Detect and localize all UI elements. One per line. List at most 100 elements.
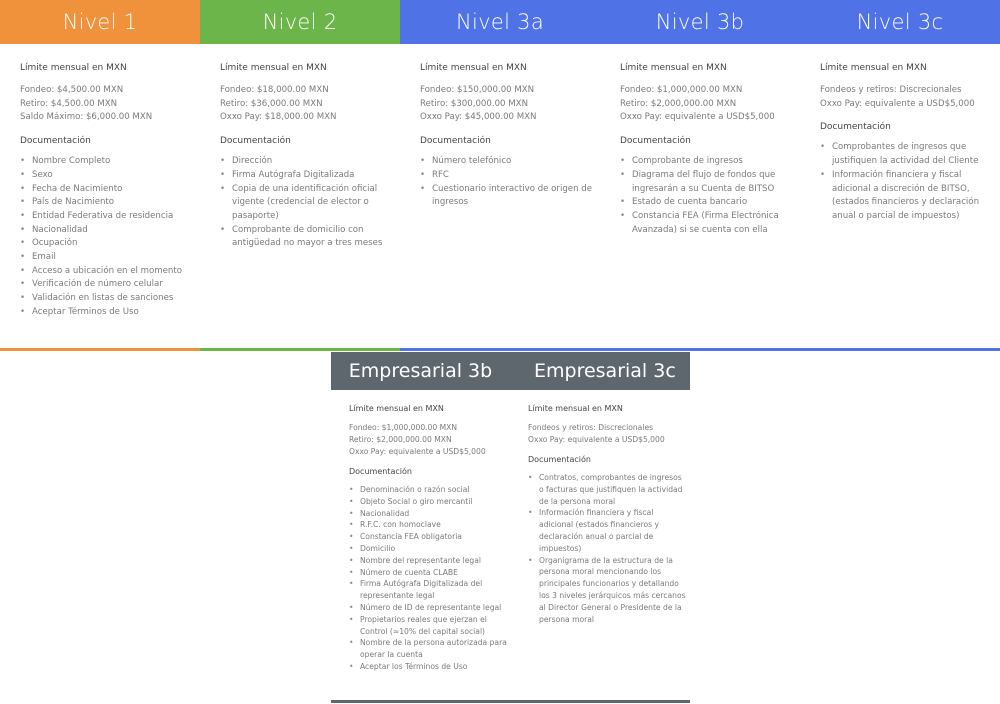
documentation-item: Constancia FEA (Firma Electrónica Avanza… <box>620 210 800 237</box>
limit-line: Retiro: $2,000,000.00 MXN <box>620 98 737 109</box>
documentation-title: Documentación <box>820 122 891 133</box>
limit-title: Límite mensual en MXN <box>620 63 727 73</box>
documentation-item: Propietarios reales que ejerzan el Contr… <box>349 614 509 638</box>
limit-line: Fondeo: $1,000,000.00 MXN <box>349 423 458 432</box>
documentation-item: Domicilio <box>349 543 509 555</box>
documentation-title: Documentación <box>20 136 91 147</box>
header-empresarial-3b: Empresarial 3b <box>331 352 510 390</box>
column-nivel-2: Límite mensual en MXN Fondeo: $18,000.00… <box>200 44 400 348</box>
header-nivel-3c: Nivel 3c <box>800 0 1000 44</box>
documentation-item: Comprobante de ingresos <box>620 155 800 169</box>
documentation-title: Documentación <box>349 467 412 476</box>
limit-line: Retiro: $4,500.00 MXN <box>20 98 118 109</box>
limits-list: Fondeo: $4,500.00 MXN Retiro: $4,500.00 M… <box>20 84 200 125</box>
divider-empresarial <box>331 700 690 703</box>
column-nivel-3b: Límite mensual en MXN Fondeo: $1,000,000… <box>600 44 800 348</box>
documentation-item: Comprobantes de ingresos que justifiquen… <box>820 141 1000 168</box>
column-nivel-3c: Límite mensual en MXN Fondeos y retiros:… <box>800 44 1000 348</box>
documentation-title: Documentación <box>420 136 491 147</box>
documentation-item: Comprobante de domicilio con antigüedad … <box>220 224 400 251</box>
documentation-item: Sexo <box>20 169 200 183</box>
limit-line: Oxxo Pay: $18,000.00 MXN <box>220 112 337 123</box>
column-empresarial-3b: Límite mensual en MXN Fondeo: $1,000,000… <box>349 404 509 673</box>
documentation-title: Documentación <box>528 455 591 464</box>
limit-title: Límite mensual en MXN <box>420 63 527 73</box>
documentation-item: Aceptar los Términos de Uso <box>349 661 509 673</box>
documentation-item: Email <box>20 251 200 265</box>
limit-line: Fondeo: $18,000.00 MXN <box>220 85 329 95</box>
documentation-item: Copia de una identificación oficial vige… <box>220 183 400 224</box>
documentation-item: Número de cuenta CLABE <box>349 567 509 579</box>
documentation-item: Nombre Completo <box>20 155 200 169</box>
limit-title: Límite mensual en MXN <box>528 404 623 413</box>
documentation-item: Diagrama del flujo de fondos que ingresa… <box>620 169 800 196</box>
documentation-title: Documentación <box>620 136 691 147</box>
column-empresarial-3c: Límite mensual en MXN Fondeos y retiros:… <box>528 404 686 625</box>
documentation-item: Validación en listas de sanciones <box>20 292 200 306</box>
column-nivel-1: Límite mensual en MXN Fondeo: $4,500.00 … <box>0 44 200 348</box>
limit-line: Oxxo Pay: equivalente a USD$5,000 <box>349 447 486 456</box>
documentation-item: Cuestionario interactivo de origen de in… <box>420 183 600 210</box>
documentation-item: RFC <box>420 169 600 183</box>
limit-line: Fondeo: $150,000.00 MXN <box>420 85 535 95</box>
limit-line: Oxxo Pay: equivalente a USD$5,000 <box>528 435 665 444</box>
documentation-title: Documentación <box>220 136 291 147</box>
documentation-item: Firma Autógrafa Digitalizada del represe… <box>349 578 509 602</box>
limit-line: Retiro: $300,000.00 MXN <box>420 98 528 109</box>
header-empresarial-3c: Empresarial 3c <box>510 352 690 390</box>
limit-title: Límite mensual en MXN <box>349 404 444 413</box>
documentation-item: Organigrama de la estructura de la perso… <box>528 555 686 626</box>
header-nivel-2: Nivel 2 <box>200 0 400 44</box>
documentation-item: Información financiera y fiscal adiciona… <box>820 169 1000 224</box>
divider-nivel-3 <box>400 348 1000 351</box>
documentation-item: Número telefónico <box>420 155 600 169</box>
documentation-item: Constancia FEA obligatoria <box>349 531 509 543</box>
documentation-item: Entidad Federativa de residencia <box>20 210 200 224</box>
documentation-list: Denominación o razón socialObjeto Social… <box>349 484 509 673</box>
documentation-item: Verificación de número celular <box>20 278 200 292</box>
documentation-item: Denominación o razón social <box>349 484 509 496</box>
limit-title: Límite mensual en MXN <box>820 63 927 73</box>
column-nivel-3a: Límite mensual en MXN Fondeo: $150,000.0… <box>400 44 600 348</box>
limit-line: Saldo Máximo: $6,000.00 MXN <box>20 112 153 123</box>
documentation-item: Nombre de la persona autorizada para ope… <box>349 637 509 661</box>
documentation-item: R.F.C. con homoclave <box>349 519 509 531</box>
divider-nivel-1 <box>0 348 200 351</box>
documentation-item: Nombre del representante legal <box>349 555 509 567</box>
documentation-item: Información financiera y fiscal adiciona… <box>528 507 686 554</box>
limit-line: Oxxo Pay: $45,000.00 MXN <box>420 112 537 123</box>
documentation-list: Número telefónicoRFCCuestionario interac… <box>420 155 600 210</box>
documentation-item: Nacionalidad <box>20 224 200 238</box>
limit-line: Fondeo: $4,500.00 MXN <box>20 85 124 95</box>
documentation-item: País de Nacimiento <box>20 196 200 210</box>
limits-list: Fondeo: $1,000,000.00 MXN Retiro: $2,000,… <box>349 422 509 458</box>
documentation-item: Aceptar Términos de Uso <box>20 306 200 320</box>
documentation-item: Contratos, comprobantes de ingresos o fa… <box>528 472 686 507</box>
limit-line: Fondeos y retiros: Discrecionales <box>528 423 654 432</box>
limits-list: Fondeo: $18,000.00 MXN Retiro: $36,000.00… <box>220 84 400 125</box>
documentation-list: Contratos, comprobantes de ingresos o fa… <box>528 472 686 625</box>
documentation-item: Dirección <box>220 155 400 169</box>
documentation-item: Ocupación <box>20 237 200 251</box>
limit-title: Límite mensual en MXN <box>220 63 327 73</box>
documentation-item: Nacionalidad <box>349 508 509 520</box>
documentation-list: DirecciónFirma Autógrafa DigitalizadaCop… <box>220 155 400 251</box>
divider-nivel-2 <box>200 348 400 351</box>
header-nivel-3b: Nivel 3b <box>600 0 800 44</box>
documentation-item: Objeto Social o giro mercantil <box>349 496 509 508</box>
limit-line: Oxxo Pay: equivalente a USD$5,000 <box>820 98 975 109</box>
documentation-list: Comprobante de ingresosDiagrama del fluj… <box>620 155 800 237</box>
documentation-list: Comprobantes de ingresos que justifiquen… <box>820 141 1000 223</box>
documentation-item: Fecha de Nacimiento <box>20 183 200 197</box>
limit-line: Fondeo: $1,000,000.00 MXN <box>620 85 743 95</box>
limits-list: Fondeo: $150,000.00 MXN Retiro: $300,000.… <box>420 84 600 125</box>
limit-line: Oxxo Pay: equivalente a USD$5,000 <box>620 112 775 123</box>
limit-line: Retiro: $36,000.00 MXN <box>220 98 323 109</box>
limits-list: Fondeo: $1,000,000.00 MXN Retiro: $2,000,… <box>620 84 800 125</box>
limit-line: Retiro: $2,000,000.00 MXN <box>349 435 452 444</box>
documentation-item: Firma Autógrafa Digitalizada <box>220 169 400 183</box>
limit-line: Fondeos y retiros: Discrecionales <box>820 85 962 95</box>
header-nivel-3a: Nivel 3a <box>400 0 600 44</box>
documentation-item: Estado de cuenta bancario <box>620 196 800 210</box>
